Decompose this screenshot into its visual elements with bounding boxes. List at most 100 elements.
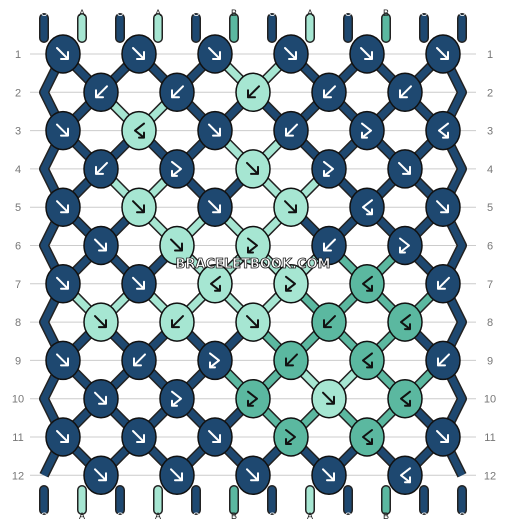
knot-shape — [387, 378, 423, 419]
strand-label-top: C — [41, 8, 48, 18]
strand-label-top: B — [231, 8, 237, 18]
knot — [273, 340, 309, 381]
strand-label-bottom: C — [421, 511, 428, 521]
row-label-left: 1 — [15, 49, 21, 61]
knot — [121, 187, 157, 227]
strand-label-bottom: B — [383, 511, 389, 521]
knot — [83, 455, 119, 496]
row-label-right: 11 — [484, 432, 495, 444]
knot — [273, 264, 309, 304]
knot-direction-arrow-icon — [171, 315, 184, 329]
row-label-right: 3 — [487, 126, 493, 138]
knot — [121, 110, 157, 151]
knot-direction-arrow-icon — [170, 468, 183, 482]
knot — [159, 72, 195, 113]
knot — [235, 302, 271, 342]
knot-direction-arrow-icon — [94, 238, 107, 252]
row-label-right: 10 — [484, 394, 496, 406]
knot — [83, 225, 119, 266]
knot-direction-arrow-icon — [322, 391, 335, 405]
knot — [273, 110, 309, 151]
knot-direction-arrow-icon — [362, 199, 373, 216]
knot — [45, 417, 81, 457]
row-label-left: 10 — [12, 394, 24, 406]
knot-direction-arrow-icon — [361, 122, 372, 139]
knot-shape — [121, 110, 157, 151]
knot — [349, 34, 385, 74]
row-label-right: 6 — [487, 241, 493, 253]
row-label-right: 9 — [487, 355, 493, 367]
knot-shape — [159, 149, 195, 189]
row-label-right: 8 — [487, 317, 493, 329]
row-label-right: 1 — [487, 49, 493, 61]
knot-shape — [197, 264, 233, 304]
strand-label-top: B — [383, 8, 389, 18]
knot — [83, 378, 119, 419]
knot — [349, 417, 385, 457]
strand-label-top: A — [155, 8, 161, 18]
knot — [311, 225, 347, 266]
knot — [311, 302, 347, 342]
knot — [45, 340, 81, 381]
knot — [197, 34, 233, 74]
knot-direction-arrow-icon — [436, 47, 449, 60]
strand-label-top: C — [193, 8, 200, 18]
knot — [387, 455, 423, 496]
knot-direction-arrow-icon — [323, 85, 336, 99]
knot — [387, 378, 423, 419]
knot-direction-arrow-icon — [94, 315, 107, 329]
knot-direction-arrow-icon — [56, 200, 69, 214]
knot — [311, 378, 347, 419]
knot — [121, 34, 157, 74]
knot-direction-arrow-icon — [360, 47, 373, 60]
knot-direction-arrow-icon — [399, 85, 412, 99]
knot — [121, 417, 157, 457]
knot — [159, 302, 195, 342]
knot-shape — [235, 378, 271, 419]
knot — [197, 340, 233, 381]
knot — [387, 149, 423, 189]
knot-direction-arrow-icon — [400, 390, 411, 407]
knot-direction-arrow-icon — [132, 200, 145, 214]
knot-shape — [349, 110, 385, 151]
strand-label-top: C — [345, 8, 352, 18]
knot-direction-arrow-icon — [323, 160, 334, 177]
knot-direction-arrow-icon — [323, 238, 336, 252]
knot-direction-arrow-icon — [208, 200, 221, 214]
knot — [235, 225, 271, 266]
knot — [349, 264, 385, 304]
knot — [121, 340, 157, 381]
row-label-right: 7 — [487, 279, 493, 291]
knot-direction-arrow-icon — [132, 47, 145, 60]
knot-direction-arrow-icon — [362, 275, 373, 292]
knot-direction-arrow-icon — [362, 429, 373, 445]
knot — [197, 187, 233, 227]
knot-direction-arrow-icon — [171, 85, 184, 99]
knot — [159, 455, 195, 496]
strand-label-bottom: A — [155, 511, 161, 521]
knot — [425, 417, 461, 457]
row-label-left: 5 — [15, 202, 21, 214]
knot-direction-arrow-icon — [438, 122, 449, 139]
strand-label-bottom: C — [117, 511, 124, 521]
knot-direction-arrow-icon — [94, 391, 107, 405]
knot-direction-arrow-icon — [437, 276, 450, 290]
strand-label-top: C — [117, 8, 124, 18]
knot-direction-arrow-icon — [56, 276, 69, 290]
knot — [273, 34, 309, 74]
row-label-left: 11 — [12, 432, 23, 444]
knot-shape — [273, 264, 309, 304]
knot-direction-arrow-icon — [134, 122, 145, 139]
watermark-text: BRACELETBOOK.COM — [176, 257, 331, 272]
knot-direction-arrow-icon — [171, 390, 182, 407]
strand-label-bottom: C — [193, 511, 200, 521]
knot — [425, 187, 461, 227]
knot-direction-arrow-icon — [247, 390, 258, 407]
knot — [273, 417, 309, 457]
knot-direction-arrow-icon — [171, 160, 182, 177]
knot-direction-arrow-icon — [285, 429, 296, 445]
knot — [197, 417, 233, 457]
knot — [235, 378, 271, 419]
row-label-left: 8 — [15, 317, 21, 329]
knot — [387, 225, 423, 266]
